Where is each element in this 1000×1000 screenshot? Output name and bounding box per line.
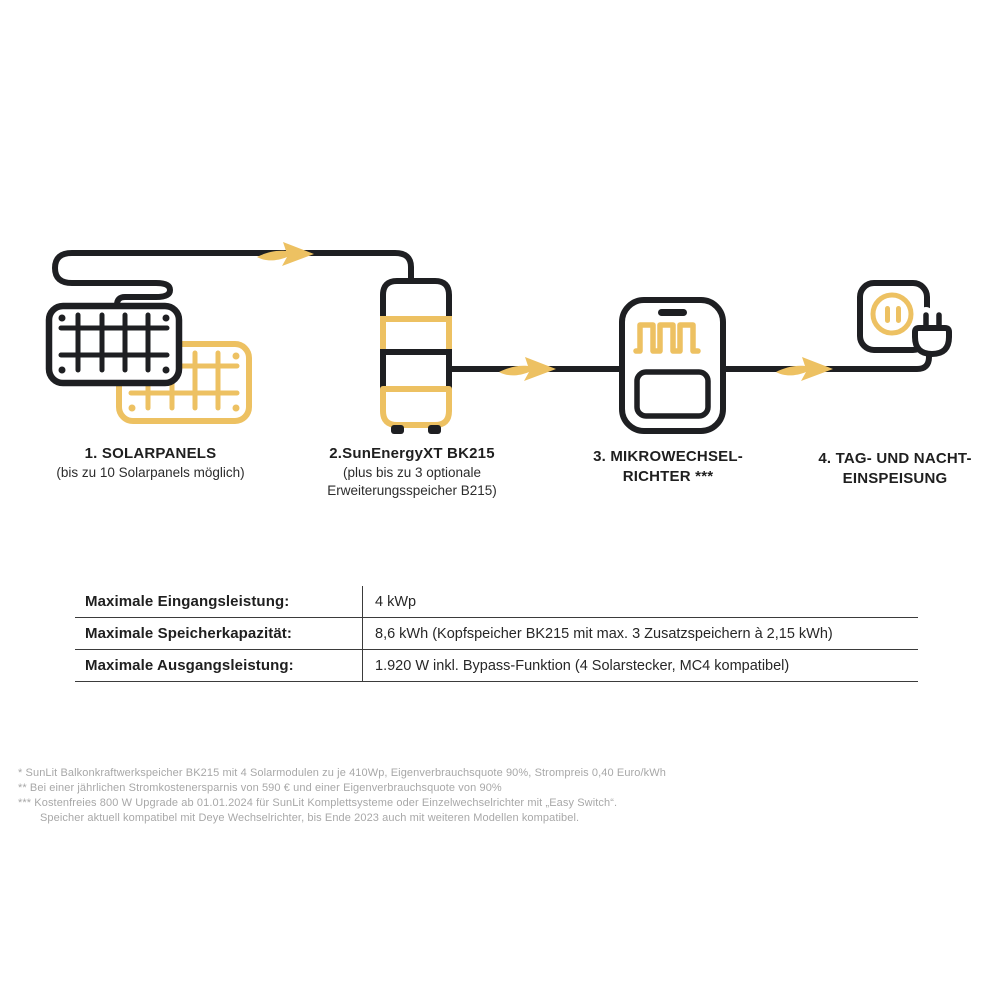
step-title: 3. MIKROWECHSEL- <box>593 448 743 465</box>
step-subtitle: (bis zu 10 Solarpanels möglich) <box>56 465 245 480</box>
micro-inverter-icon <box>619 297 726 434</box>
step-subtitle: (plus bis zu 3 optionale Erweiterungsspe… <box>327 465 497 498</box>
step-title: 1. SOLARPANELS <box>84 445 217 462</box>
step-label-storage: 2.SunEnergyXT BK215 (plus bis zu 3 optio… <box>302 444 522 500</box>
solar-panel-icon <box>45 302 183 387</box>
step-label-solarpanels: 1. SOLARPANELS (bis zu 10 Solarpanels mö… <box>38 444 263 482</box>
footnote-line: Speicher aktuell kompatibel mit Deye Wec… <box>40 812 580 824</box>
plug-prongs <box>923 312 942 331</box>
row-value: 1.920 W inkl. Bypass-Funktion (4 Solarst… <box>362 650 918 681</box>
wire-solar-to-battery <box>52 250 414 312</box>
inverter-vent-dash <box>658 309 687 316</box>
row-value: 8,6 kWh (Kopfspeicher BK215 mit max. 3 Z… <box>362 618 918 649</box>
socket-circle <box>870 292 914 336</box>
battery-storage-icon <box>380 278 452 434</box>
flow-arrow-icon <box>499 357 556 381</box>
battery-foot <box>391 425 404 434</box>
flow-diagram <box>45 242 952 434</box>
table-row: Maximale Speicherkapazität: 8,6 kWh (Kop… <box>75 618 918 650</box>
footnotes: * SunLit Balkonkraftwerkspeicher BK215 m… <box>18 766 738 826</box>
table-row: Maximale Ausgangsleistung: 1.920 W inkl.… <box>75 650 918 682</box>
plug-body <box>912 325 952 357</box>
footnote-line: ** Bei einer jährlichen Stromkostenerspa… <box>18 782 502 794</box>
table-row: Maximale Eingangsleistung: 4 kWp <box>75 586 918 618</box>
step-title: 2.SunEnergyXT BK215 <box>329 445 495 462</box>
row-label: Maximale Eingangsleistung: <box>85 593 290 610</box>
row-label: Maximale Speicherkapazität: <box>85 625 292 642</box>
flow-arrow-icon <box>257 242 314 266</box>
square-wave-icon <box>633 322 701 354</box>
step-title: EINSPEISUNG <box>842 470 948 487</box>
spec-table: Maximale Eingangsleistung: 4 kWp Maximal… <box>75 586 918 682</box>
step-title: RICHTER *** <box>622 468 714 485</box>
flow-arrow-icon <box>776 357 833 381</box>
wire-inverter-to-outlet <box>720 343 932 372</box>
step-title: 4. TAG- UND NACHT- <box>818 450 972 467</box>
row-value: 4 kWp <box>362 586 918 617</box>
flow-arrows <box>257 242 833 381</box>
battery-foot <box>428 425 441 434</box>
inverter-panel <box>634 369 711 419</box>
footnote-line: *** Kostenfreies 800 W Upgrade ab 01.01.… <box>18 797 618 809</box>
row-label: Maximale Ausgangsleistung: <box>85 657 294 674</box>
step-label-feed-in: 4. TAG- UND NACHT- EINSPEISUNG <box>786 449 1000 489</box>
outlet-plug-icon <box>857 280 952 357</box>
footnote-line: * SunLit Balkonkraftwerkspeicher BK215 m… <box>18 767 666 779</box>
step-label-inverter: 3. MIKROWECHSEL- RICHTER *** <box>562 447 774 487</box>
